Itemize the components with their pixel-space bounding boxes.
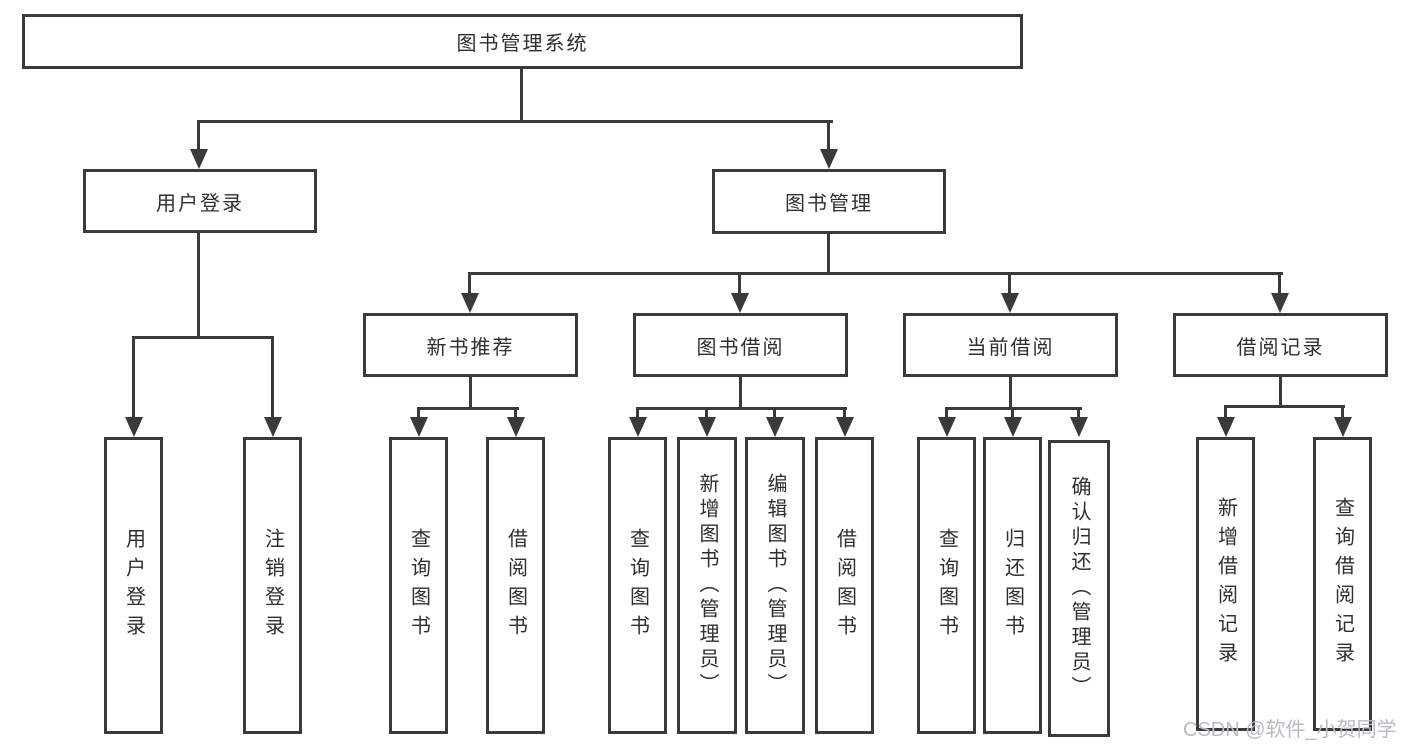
- arrow-down-icon: [1334, 417, 1352, 437]
- connector-root-rail: [197, 120, 833, 123]
- arrow-down-icon: [507, 417, 525, 437]
- connector-book-management-stem: [827, 234, 830, 275]
- connector-drop-current-borrowing: [1008, 275, 1011, 293]
- node-book-borrowing: 图书借阅: [633, 313, 848, 377]
- leaf-borrow-books-recommend: 借阅图书: [486, 437, 545, 734]
- arrow-down-icon: [190, 149, 208, 169]
- connector-drop-leaf-user-login: [132, 339, 135, 417]
- node-user-login-label: 用户登录: [156, 192, 244, 215]
- node-user-login: 用户登录: [83, 169, 317, 233]
- arrow-down-icon: [731, 293, 749, 313]
- leaf-user-login-label: 用户登录: [122, 527, 145, 644]
- connector-level3-rail: [468, 272, 1283, 275]
- connector-drop-new-book: [468, 275, 471, 293]
- leaf-user-login: 用户登录: [104, 437, 163, 734]
- arrow-down-icon: [1004, 417, 1022, 437]
- leaf-query-books-current-label: 查询图书: [935, 527, 958, 644]
- arrow-down-icon: [1271, 293, 1289, 313]
- leaf-query-books-borrow: 查询图书: [608, 437, 667, 734]
- leaf-query-books-recommend-label: 查询图书: [407, 527, 430, 644]
- leaf-borrow-books: 借阅图书: [815, 437, 874, 734]
- leaf-return-books: 归还图书: [983, 437, 1042, 734]
- arrow-down-icon: [766, 417, 784, 437]
- connector-current-borrowing-stem: [1009, 377, 1012, 410]
- leaf-query-borrow-record: 查询借阅记录: [1313, 437, 1372, 731]
- connector-drop-book-management: [827, 123, 830, 149]
- arrow-down-icon: [629, 417, 647, 437]
- arrow-down-icon: [938, 417, 956, 437]
- node-book-borrowing-label: 图书借阅: [696, 336, 785, 359]
- connector-drop-user-login: [197, 123, 200, 149]
- connector-drop: [514, 410, 517, 417]
- connector-user-login-stem: [197, 233, 200, 339]
- arrow-down-icon: [820, 149, 838, 169]
- connector-drop-borrowing-records: [1278, 275, 1281, 293]
- connector-new-book-rail: [417, 407, 519, 410]
- connector-drop: [773, 410, 776, 417]
- arrow-down-icon: [836, 417, 854, 437]
- connector-drop: [636, 410, 639, 417]
- leaf-add-books-admin-label: 新增图书（管理员）: [696, 473, 718, 698]
- leaf-add-borrow-record-label: 新增借阅记录: [1214, 497, 1237, 671]
- leaf-return-books-label: 归还图书: [1001, 527, 1024, 644]
- arrow-down-icon: [264, 417, 282, 437]
- node-current-borrowing: 当前借阅: [903, 313, 1118, 377]
- arrow-down-icon: [410, 417, 428, 437]
- leaf-logout: 注销登录: [243, 437, 302, 734]
- node-new-book-recommendation: 新书推荐: [363, 313, 578, 377]
- leaf-add-borrow-record: 新增借阅记录: [1196, 437, 1255, 731]
- arrow-down-icon: [125, 417, 143, 437]
- connector-current-borrowing-rail: [945, 407, 1082, 410]
- leaf-borrow-books-recommend-label: 借阅图书: [504, 527, 527, 644]
- arrow-down-icon: [1217, 417, 1235, 437]
- connector-drop: [1077, 410, 1080, 417]
- leaf-confirm-return-admin-label: 确认归还（管理员）: [1068, 476, 1090, 701]
- node-book-management-label: 图书管理: [785, 193, 873, 215]
- leaf-borrow-books-label: 借阅图书: [833, 527, 856, 644]
- leaf-query-books-borrow-label: 查询图书: [626, 527, 649, 644]
- node-root-label: 图书管理系统: [456, 33, 589, 55]
- leaf-edit-books-admin-label: 编辑图书（管理员）: [764, 473, 786, 698]
- leaf-confirm-return-admin: 确认归还（管理员）: [1048, 440, 1110, 737]
- leaf-query-books-recommend: 查询图书: [389, 437, 448, 734]
- connector-drop: [1224, 408, 1227, 417]
- connector-drop: [945, 410, 948, 417]
- connector-user-login-rail: [132, 336, 274, 339]
- connector-drop: [1341, 408, 1344, 417]
- connector-drop: [705, 410, 708, 417]
- leaf-query-books-current: 查询图书: [917, 437, 976, 734]
- arrow-down-icon: [1070, 417, 1088, 437]
- node-borrowing-records: 借阅记录: [1173, 313, 1388, 377]
- csdn-watermark: CSDN @软件_小贺同学: [1183, 719, 1397, 741]
- node-book-management: 图书管理: [712, 169, 946, 234]
- connector-drop-book-borrowing: [738, 275, 741, 293]
- leaf-logout-label: 注销登录: [261, 527, 284, 644]
- node-borrowing-records-label: 借阅记录: [1236, 336, 1325, 359]
- node-current-borrowing-label: 当前借阅: [966, 336, 1055, 359]
- arrow-down-icon: [461, 293, 479, 313]
- connector-root-stem: [520, 68, 523, 123]
- leaf-edit-books-admin: 编辑图书（管理员）: [745, 437, 805, 734]
- connector-drop: [843, 410, 846, 417]
- connector-book-borrowing-stem: [739, 377, 742, 410]
- arrow-down-icon: [1001, 293, 1019, 313]
- connector-new-book-stem: [469, 377, 472, 410]
- connector-drop: [1011, 410, 1014, 417]
- arrow-down-icon: [698, 417, 716, 437]
- connector-borrowing-records-stem: [1279, 377, 1282, 408]
- leaf-add-books-admin: 新增图书（管理员）: [677, 437, 737, 734]
- connector-drop-leaf-logout: [271, 339, 274, 417]
- connector-borrowing-records-rail: [1224, 405, 1345, 408]
- connector-drop: [417, 410, 420, 417]
- connector-book-borrowing-rail: [636, 407, 847, 410]
- leaf-query-borrow-record-label: 查询借阅记录: [1331, 497, 1354, 671]
- node-root: 图书管理系统: [22, 14, 1023, 69]
- node-new-book-recommendation-label: 新书推荐: [426, 336, 515, 359]
